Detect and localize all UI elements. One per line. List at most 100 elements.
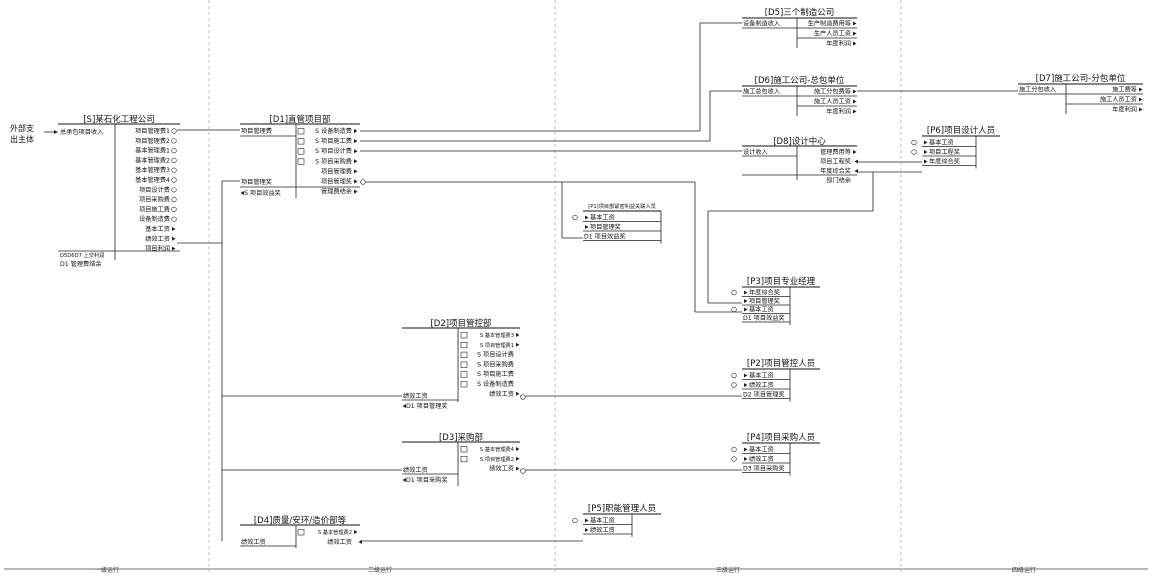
node-right-item: 基本管理费4: [135, 176, 170, 184]
node-title: [P2]项目管控人员: [747, 358, 815, 369]
arrow-icon: [1139, 107, 1143, 112]
node-left-item: 总承包项目收入: [60, 128, 103, 136]
node-right-item: 生产制造费用等: [808, 20, 851, 28]
node-left-item: D3 项目采购奖: [743, 465, 785, 473]
connector-node-icon: [731, 456, 737, 462]
flag-icon: [297, 128, 305, 135]
node-left-item: 绩效工资: [403, 466, 428, 474]
arrow-icon: [853, 41, 857, 46]
node-right-item: S 项目管理费2: [480, 455, 514, 463]
connector-node-icon: [572, 214, 578, 221]
node-title: [P5]职能管理人员: [588, 503, 656, 514]
node-left-item: S 项目效益奖: [244, 189, 281, 197]
arrow-icon: [402, 478, 406, 482]
arrow-icon: [585, 215, 589, 220]
node-right-item: 基本管理费1: [135, 147, 170, 155]
arrow-icon: [853, 109, 857, 114]
node-right-item: S 项目设计费: [315, 147, 352, 155]
arrow-icon: [516, 342, 520, 347]
node-note: D1 管理费结余: [60, 260, 102, 268]
node-left-item: 设备制造收入: [743, 20, 780, 28]
arrow-icon: [744, 290, 748, 295]
arrow-icon: [516, 456, 520, 461]
node-right-item: 项目施工费: [139, 205, 170, 213]
node-left-item: 项目工程奖: [929, 148, 960, 156]
connector-node-icon: [520, 394, 526, 400]
connector-node-icon: [731, 289, 737, 296]
arrow-icon: [358, 540, 362, 544]
arrow-icon: [853, 89, 857, 94]
node-left-item: 基本工资: [590, 517, 615, 525]
node-right-item: 项目设计费: [139, 186, 170, 194]
arrow-icon: [54, 130, 58, 134]
connector-node-icon: [171, 177, 177, 183]
flag-icon: [460, 446, 468, 453]
node-title: [S]某石化工程公司: [83, 114, 155, 125]
node-right-item: 项目采购费: [139, 196, 170, 204]
connector-node-icon: [572, 517, 578, 524]
level-label-3: 三级运行: [716, 566, 740, 574]
flag-icon: [460, 332, 468, 339]
arrow-icon: [354, 530, 358, 534]
node-left-item: 基本工资: [749, 306, 774, 314]
node-right-item: S 设备制造费: [315, 127, 352, 135]
arrow-icon: [516, 447, 520, 451]
node-note: D5D6D7 上交利润: [60, 251, 104, 259]
node-right-item: 项目利润: [145, 245, 170, 253]
node-left-item: 基本工资: [590, 214, 615, 222]
connector-node-icon: [171, 128, 177, 134]
arrow-icon: [744, 307, 748, 312]
node-left-item: D1 项目采购奖: [406, 476, 448, 484]
node-title: [D7]施工公司-分包单位: [1036, 73, 1126, 84]
connector-node-icon: [520, 468, 526, 474]
connector-node-icon: [171, 138, 177, 144]
node-right-item: S 项目施工费: [477, 370, 514, 378]
node-title: [D2]项目管控部: [430, 318, 492, 329]
connector-node-icon: [171, 167, 177, 173]
arrow-icon: [744, 383, 748, 387]
arrow-icon: [854, 159, 858, 164]
arrow-icon: [585, 225, 589, 229]
node-right-item: 基本管理费3: [135, 166, 170, 174]
node-left-item: 基本工资: [929, 139, 954, 147]
flag-icon: [460, 381, 468, 388]
connector-node-icon: [171, 187, 177, 193]
arrow-icon: [516, 466, 520, 471]
node-right-item: 基本工资: [145, 225, 170, 233]
connector-node-icon: [360, 179, 366, 185]
node-title: [D5]三个制造公司: [765, 7, 835, 18]
arrow-icon: [853, 99, 857, 104]
node-right-item: 施工人员工资: [1100, 96, 1137, 104]
connector-node-icon: [911, 149, 917, 155]
node-right-item: 绩效工资: [145, 235, 170, 243]
arrow-icon: [585, 518, 589, 523]
arrow-icon: [354, 169, 358, 174]
arrow-icon: [354, 179, 358, 184]
arrow-icon: [354, 159, 358, 164]
node-d8: [D8]设计中心设计收入管理费用等项目工程奖年度综合奖部门结余: [742, 136, 858, 185]
node-left-item: 施工分包收入: [1019, 86, 1056, 94]
node-right-item: 年度利润: [826, 40, 851, 48]
level-axis: 一级运行 二级运行 三级运行 四级运行: [4, 566, 1148, 574]
arrow-icon: [924, 159, 928, 164]
node-left-item: 绩效工资: [241, 538, 266, 546]
node-right-item: 施工人员工资: [814, 98, 851, 106]
node-right-item: 绩效工资: [489, 390, 514, 398]
flag-icon: [297, 138, 305, 145]
arrow-icon: [354, 189, 358, 194]
node-title: [P1]项目部紧密利益关联人员: [588, 202, 656, 210]
node-left-item: D1 项目效益奖: [743, 314, 785, 322]
arrow-icon: [172, 246, 176, 251]
flag-icon: [460, 455, 468, 463]
arrow-icon: [516, 391, 520, 396]
arrow-icon: [354, 139, 358, 144]
node-right-item: S 基本管理费2: [318, 528, 352, 536]
node-left-item: 设计收入: [743, 148, 768, 156]
node-right-item: 生产人员工资: [814, 30, 851, 38]
arrow-icon: [853, 150, 857, 154]
